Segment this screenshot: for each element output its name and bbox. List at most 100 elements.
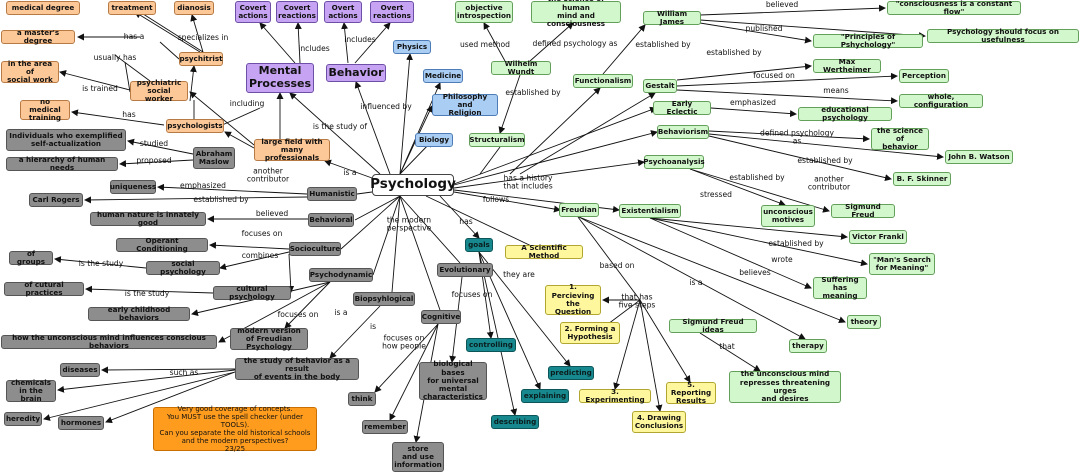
- node-skinner[interactable]: B. F. Skinner: [893, 172, 951, 186]
- node-goals[interactable]: goals: [465, 238, 493, 252]
- node-hierarchy[interactable]: a hierarchy of human needs: [6, 155, 118, 172]
- node-chemicals[interactable]: chemicals in the brain: [6, 378, 56, 403]
- node-max-wertheimer[interactable]: Max Wertheimer: [813, 57, 881, 74]
- node-step1[interactable]: 1. Percieving the Question: [545, 283, 601, 316]
- node-humanistic[interactable]: Humanistic: [307, 187, 357, 201]
- node-scientific-method[interactable]: A Scientific Method: [505, 243, 583, 260]
- node-uniqueness[interactable]: uniqueness: [110, 180, 156, 194]
- node-usefulness[interactable]: Psychology should focus on usefulness: [927, 27, 1079, 44]
- node-biological-bases[interactable]: biological bases for universal mental ch…: [419, 360, 487, 401]
- node-science-mind[interactable]: the science of human mind and consciousn…: [531, 0, 621, 28]
- node-objective-introspection[interactable]: objective introspection: [455, 1, 513, 23]
- label-proposed: proposed: [136, 155, 172, 165]
- node-structuralism[interactable]: Structuralism: [469, 133, 525, 147]
- node-psychologists[interactable]: psychologists: [166, 119, 224, 133]
- node-diseases[interactable]: diseases: [60, 363, 100, 377]
- node-masters-degree[interactable]: a master's degree: [1, 28, 75, 45]
- node-biology[interactable]: Biology: [415, 133, 453, 147]
- node-describing[interactable]: describing: [491, 415, 539, 429]
- node-study-behavior[interactable]: the study of behavior as a result of eve…: [235, 356, 359, 381]
- node-theory[interactable]: theory: [847, 315, 881, 329]
- node-medicine[interactable]: Medicine: [423, 69, 463, 83]
- node-watson[interactable]: John B. Watson: [945, 150, 1013, 164]
- label-follows: follows: [482, 194, 510, 204]
- node-gestalt[interactable]: Gestalt: [643, 79, 677, 93]
- node-behavior[interactable]: Behavior: [326, 64, 386, 82]
- node-large-field[interactable]: large field with many professionals: [254, 137, 330, 162]
- node-psychodynamic[interactable]: Psychodynamic: [309, 268, 373, 282]
- node-treatment[interactable]: treatment: [108, 1, 156, 15]
- node-behaviorism[interactable]: Behaviorism: [657, 125, 709, 139]
- node-explaining[interactable]: explaining: [521, 389, 569, 403]
- node-psychoanalysis[interactable]: Psychoanalysis: [643, 155, 705, 169]
- node-store-info[interactable]: store and use information: [392, 442, 444, 472]
- node-individuals[interactable]: Individuals who exemplified self-actuali…: [6, 129, 126, 151]
- node-psychitrist[interactable]: psychitrist: [179, 52, 223, 66]
- node-overt-actions[interactable]: Overt actions: [324, 1, 362, 23]
- node-sigmund-freud[interactable]: Sigmund Freud: [831, 202, 895, 219]
- node-early-childhood[interactable]: early childhood behaviors: [88, 305, 190, 322]
- node-social-psychology[interactable]: social psychology: [146, 259, 220, 276]
- node-step4[interactable]: 4. Drawing Conclusions: [632, 411, 686, 433]
- node-heredity[interactable]: heredity: [4, 412, 42, 426]
- node-consciousness[interactable]: "consciousness is a constant flow": [887, 0, 1021, 16]
- node-cognitive[interactable]: Cognitive: [421, 310, 461, 324]
- node-socioculture[interactable]: Socioculture: [289, 242, 341, 256]
- node-innately-good[interactable]: human nature is innately good: [90, 210, 206, 227]
- node-suffering[interactable]: Suffering has meaning: [813, 275, 867, 300]
- node-victor-frankl[interactable]: Victor Frankl: [849, 230, 907, 244]
- node-step2[interactable]: 2. Forming a Hypothesis: [560, 322, 620, 344]
- node-evolutionary[interactable]: Evolutionary: [437, 263, 493, 277]
- node-maslow[interactable]: Abraham Maslow: [193, 147, 235, 169]
- label-emphasized-2: emphasized: [180, 180, 226, 190]
- node-therapy[interactable]: therapy: [789, 339, 827, 353]
- node-remember[interactable]: remember: [362, 420, 408, 434]
- node-carl-rogers[interactable]: Carl Rogers: [29, 193, 83, 207]
- node-mans-search[interactable]: "Man's Search for Meaning": [869, 253, 935, 275]
- node-step5[interactable]: 5. Reporting Results: [666, 380, 716, 405]
- node-hormones[interactable]: hormones: [58, 416, 104, 430]
- node-cultural-practices[interactable]: of cutural practices: [4, 280, 84, 297]
- node-covert-reactions[interactable]: Covert reactions: [276, 1, 318, 23]
- node-unconscious-motives[interactable]: unconscious motives: [761, 205, 815, 227]
- node-perception[interactable]: Perception: [899, 69, 949, 83]
- node-no-medical[interactable]: no medical training: [20, 97, 70, 122]
- node-science-behavior[interactable]: the science of behavior: [871, 126, 929, 151]
- node-of-groups[interactable]: of groups: [9, 249, 53, 266]
- node-principles[interactable]: "Principles of Pshychology": [813, 32, 923, 49]
- node-think[interactable]: think: [348, 392, 376, 406]
- node-social-work[interactable]: in the area of social work: [1, 59, 59, 84]
- node-unconscious-mind[interactable]: the unconscious mind represses threateni…: [729, 370, 841, 403]
- node-behavioral[interactable]: Behavioral: [308, 213, 354, 227]
- node-unconscious-influences[interactable]: how the unconscious mind influences cons…: [1, 333, 217, 350]
- node-early-eclectic[interactable]: Early Eclectic: [653, 99, 711, 116]
- node-physics[interactable]: Physics: [393, 40, 431, 54]
- node-biopsyhological[interactable]: Biopsyhlogical: [353, 292, 415, 306]
- node-wilhelm-wundt[interactable]: Wilhelm Wundt: [491, 59, 551, 76]
- node-william-james[interactable]: William James: [643, 9, 701, 26]
- node-predicting[interactable]: predicting: [548, 366, 594, 380]
- center-node-psychology[interactable]: Psychology: [370, 174, 456, 196]
- node-medical-degree[interactable]: medical degree: [6, 1, 80, 15]
- node-dianosis[interactable]: dianosis: [174, 1, 214, 15]
- label-wrote: wrote: [771, 254, 793, 264]
- node-modern-freudian[interactable]: modern version of Freudian Psychology: [230, 326, 308, 351]
- node-existentialism[interactable]: Existentialism: [619, 204, 681, 218]
- node-cultural-psychology[interactable]: cultural psychology: [213, 284, 291, 301]
- node-covert-actions[interactable]: Covert actions: [235, 1, 271, 23]
- node-whole-configuration[interactable]: whole, configuration: [899, 92, 983, 109]
- node-operant[interactable]: Operant Conditioning: [116, 236, 208, 253]
- node-functionalism[interactable]: Functionalism: [573, 74, 633, 88]
- node-social-worker[interactable]: psychiatric social worker: [130, 78, 188, 103]
- label-is-the-study-2: is the study: [124, 288, 170, 298]
- node-step3[interactable]: 3. Experimenting: [579, 387, 651, 404]
- node-philosophy[interactable]: Philosophy and Religion: [432, 92, 498, 117]
- node-controlling[interactable]: controlling: [466, 338, 516, 352]
- node-sigmund-ideas[interactable]: Sigmund Freud ideas: [669, 317, 757, 334]
- label-used-method: used method: [459, 39, 511, 49]
- node-educational[interactable]: educational psychology: [798, 105, 892, 122]
- node-mental-processes[interactable]: Mental Processes: [246, 63, 314, 93]
- label-published: published: [745, 23, 783, 33]
- node-overt-reactions[interactable]: Overt reactions: [370, 1, 414, 23]
- node-freudian[interactable]: Freudian: [559, 203, 599, 217]
